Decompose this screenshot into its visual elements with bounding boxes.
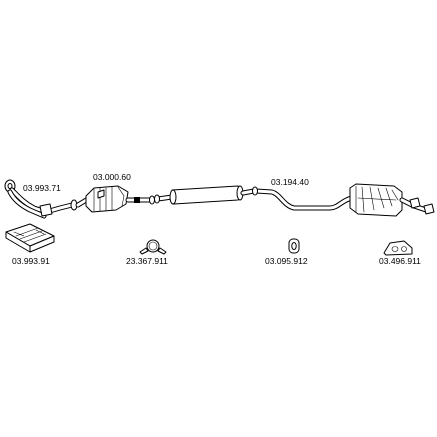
- part-number-mounting-kit: 03.993.91: [12, 256, 50, 266]
- part-number-catalytic-converter: 03.000.60: [93, 172, 131, 182]
- mounting-kit-drawing[interactable]: [5, 223, 55, 253]
- part-number-rear-silencer: 03.194.40: [271, 177, 309, 187]
- pipe-clamp-drawing[interactable]: [139, 239, 167, 255]
- front-pipe-drawing[interactable]: [4, 179, 78, 219]
- rear-silencer-drawing[interactable]: [252, 183, 435, 217]
- part-number-rear-hanger: 03.496.911: [379, 256, 421, 266]
- part-number-pipe-clamp: 23.367.911: [126, 256, 168, 266]
- catalytic-converter-drawing[interactable]: [75, 185, 155, 213]
- rubber-hanger-drawing[interactable]: [288, 238, 300, 254]
- part-number-rubber-hanger: 03.095.912: [265, 256, 308, 266]
- middle-silencer-drawing[interactable]: [154, 185, 257, 205]
- part-number-front-pipe: 03.993.71: [23, 183, 61, 193]
- rear-hanger-drawing[interactable]: [383, 240, 413, 256]
